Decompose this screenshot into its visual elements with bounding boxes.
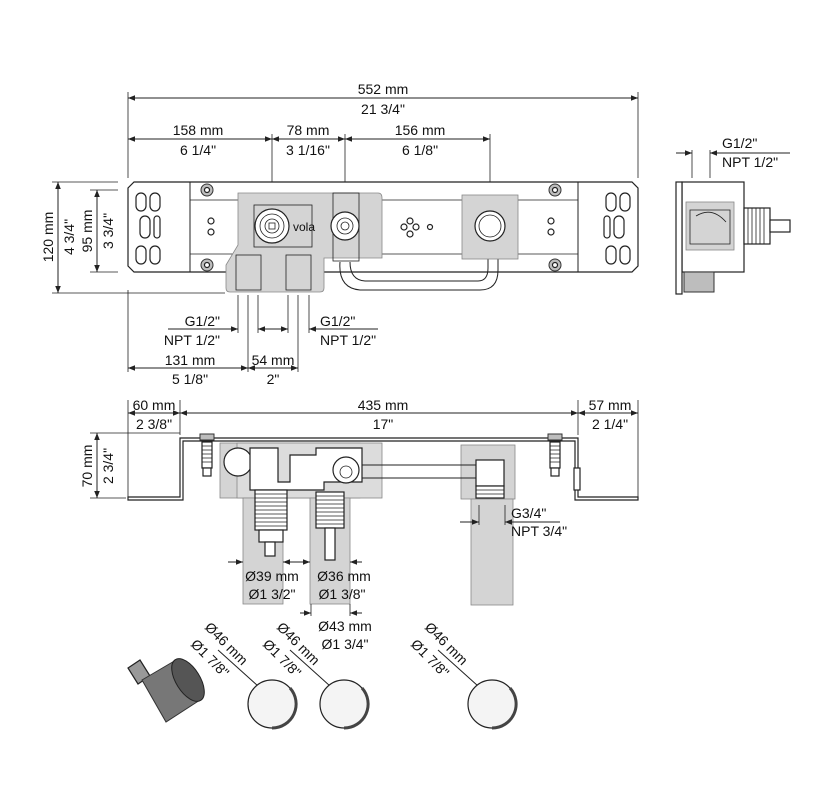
outlet-envelope (470, 498, 514, 606)
left-offset-mm: 131 mm (165, 352, 216, 368)
outlet-port (474, 210, 506, 242)
inlet-spacing-mm: 54 mm (252, 352, 295, 368)
outlet-g: G3/4" (511, 505, 546, 521)
between-valves-in: 3 1/16" (286, 142, 330, 158)
dia-c-in: Ø1 3/4" (322, 636, 369, 652)
left-offset-in: 5 1/8" (172, 371, 208, 387)
outlet-npt: NPT 3/4" (511, 523, 567, 539)
side-npt: NPT 1/2" (722, 154, 778, 170)
inlet-spacing-in: 2" (267, 371, 280, 387)
between-valves-mm: 78 mm (287, 122, 330, 138)
span-mm: 435 mm (358, 397, 409, 413)
dia-b-in: Ø1 3/8" (319, 586, 366, 602)
side-g: G1/2" (722, 135, 757, 151)
overall-in: 21 3/4" (361, 101, 405, 117)
height-outer-in: 4 3/4" (61, 219, 77, 255)
to-outlet-in: 6 1/8" (402, 142, 438, 158)
dia-b-mm: Ø36 mm (317, 568, 371, 584)
height-outer-mm: 120 mm (40, 212, 56, 263)
depth-mm: 70 mm (79, 445, 95, 488)
inlet-left-g: G1/2" (185, 313, 220, 329)
bracket-slots-left (135, 192, 161, 265)
left-bracket-mm: 60 mm (133, 397, 176, 413)
span-in: 17" (373, 416, 394, 432)
height-inner-in: 3 3/4" (100, 213, 116, 249)
left-bracket-in: 2 3/8" (136, 416, 172, 432)
overall-mm: 552 mm (358, 81, 409, 97)
front-view: 60 mm 2 3/8" 435 mm 17" 57 mm 2 1/4" 70 … (79, 397, 639, 652)
height-inner-mm: 95 mm (79, 210, 95, 253)
studs (199, 433, 581, 491)
inlet-right-g: G1/2" (320, 313, 355, 329)
front-plate (127, 437, 639, 501)
brand-logo: vola (293, 220, 315, 234)
cutout-3: Ø46 mm Ø1 7/8" (408, 619, 518, 730)
bypass-pipe (339, 258, 499, 291)
inlet-left-npt: NPT 1/2" (164, 332, 220, 348)
bracket-slots-right (603, 192, 631, 265)
to-outlet-mm: 156 mm (395, 122, 446, 138)
hole-saw-icon (127, 658, 205, 723)
left-to-first-in: 6 1/4" (180, 142, 216, 158)
left-to-first-mm: 158 mm (173, 122, 224, 138)
stem-2 (315, 491, 345, 529)
valve-cartridge-2 (330, 211, 360, 241)
screws (200, 183, 562, 272)
depth-in: 2 3/4" (100, 448, 116, 484)
right-bracket-mm: 57 mm (589, 397, 632, 413)
right-bracket-in: 2 1/4" (592, 416, 628, 432)
top-view: 552 mm 21 3/4" 158 mm 6 1/4" 78 mm 3 1/1… (40, 81, 639, 387)
dia-c-mm: Ø43 mm (318, 618, 372, 634)
front-valve-body (249, 447, 363, 491)
side-view: G1/2" NPT 1/2" (675, 135, 791, 295)
inlet-right-npt: NPT 1/2" (320, 332, 376, 348)
dia-a-in: Ø1 3/2" (249, 586, 296, 602)
dia-a-mm: Ø39 mm (245, 568, 299, 584)
